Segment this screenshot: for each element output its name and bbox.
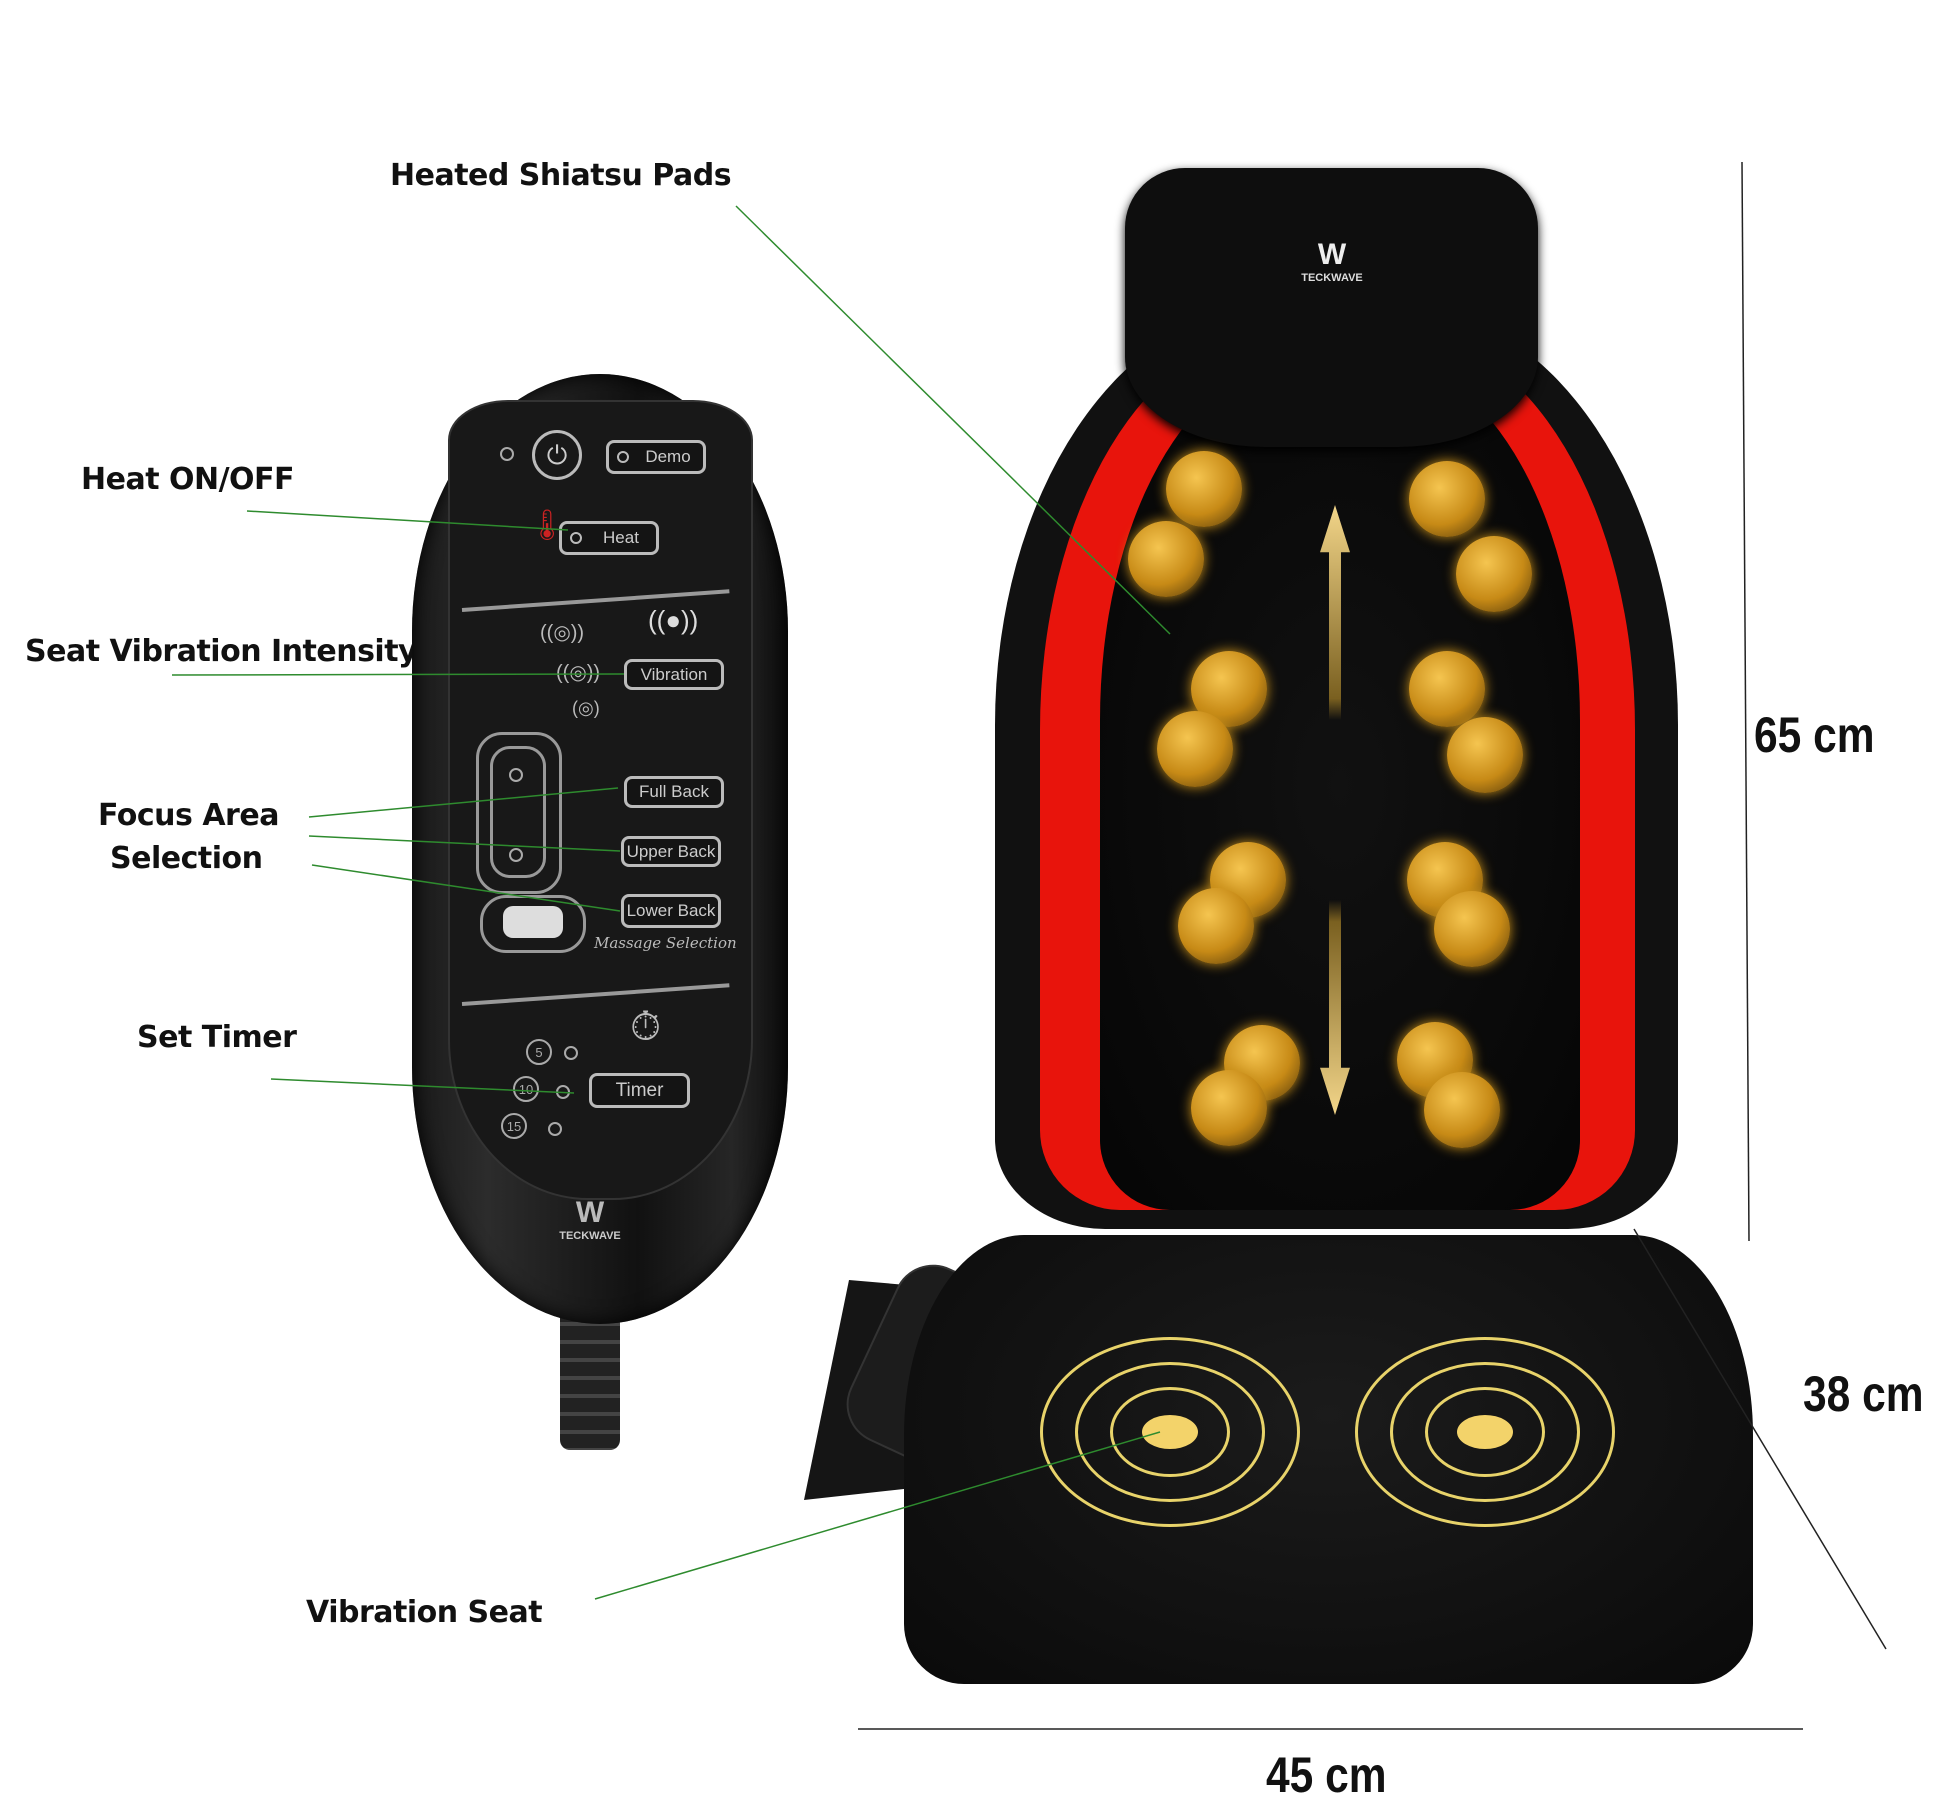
callout-focus-selection: Selection [110, 841, 263, 876]
vibration-label: Vibration [640, 664, 708, 684]
lower-back-button[interactable]: Lower Back [621, 894, 721, 928]
shiatsu-node [1128, 521, 1204, 597]
shiatsu-node [1424, 1072, 1500, 1148]
vibration-level-icon: (◎) [572, 698, 600, 718]
callout-set-timer: Set Timer [137, 1020, 297, 1055]
zone-led-lower [509, 848, 523, 862]
timer-led [556, 1085, 570, 1099]
dimension-line [1741, 161, 1750, 1242]
shiatsu-node [1447, 717, 1523, 793]
vibration-button[interactable]: Vibration [624, 659, 724, 690]
massage-selection-label: Massage Selection [594, 934, 737, 952]
shiatsu-node [1178, 888, 1254, 964]
vibration-motor-icon [1142, 1415, 1198, 1449]
callout-seat-vibration: Seat Vibration Intensity [25, 634, 418, 669]
shiatsu-node [1434, 891, 1510, 967]
shiatsu-node [1157, 711, 1233, 787]
dimension-width: 45 cm [1266, 1747, 1387, 1803]
power-icon: ⏻ [546, 440, 568, 470]
dimension-height: 65 cm [1754, 707, 1875, 763]
vibration-wave-icon [1355, 1337, 1615, 1527]
upper-back-label: Upper Back [626, 841, 716, 861]
callout-focus-area: Focus Area [98, 798, 279, 833]
demo-label: Demo [645, 447, 691, 466]
vibration-level-icon: ((◎)) [556, 662, 601, 684]
callout-heat: Heat ON/OFF [81, 462, 295, 497]
lower-back-label: Lower Back [626, 901, 716, 920]
timer-button[interactable]: Timer [589, 1073, 690, 1108]
callout-heated-shiatsu-pads: Heated Shiatsu Pads [390, 158, 732, 193]
vibration-seat-cushion [904, 1235, 1753, 1684]
vibration-wave-icon [1390, 1362, 1580, 1502]
zone-led-upper [509, 768, 523, 782]
callout-vibration-seat: Vibration Seat [306, 1595, 543, 1630]
vibration-wave-icon [1425, 1387, 1545, 1477]
vibration-level-icon: ((◎)) [540, 622, 585, 644]
timer-10-icon: 10 [513, 1076, 539, 1102]
full-back-button[interactable]: Full Back [624, 776, 724, 808]
shiatsu-node [1409, 461, 1485, 537]
power-button[interactable]: ⏻ [532, 430, 582, 480]
full-back-label: Full Back [639, 782, 709, 801]
timer-5-icon: 5 [526, 1039, 552, 1065]
shiatsu-node [1166, 451, 1242, 527]
shiatsu-node [1191, 1070, 1267, 1146]
timer-led [564, 1046, 578, 1060]
vibration-motor-icon [1457, 1415, 1513, 1449]
timer-15-icon: 15 [501, 1113, 527, 1139]
shiatsu-node [1409, 651, 1485, 727]
seat-diagram-cushion [480, 895, 586, 953]
timer-led [548, 1122, 562, 1136]
stopwatch-icon: ⏱ [630, 1005, 662, 1049]
heat-button[interactable]: Heat [559, 521, 659, 555]
power-led [500, 447, 514, 461]
vibration-high-icon: ((●)) [648, 605, 699, 635]
shiatsu-node [1456, 536, 1532, 612]
heat-label: Heat [603, 528, 639, 547]
timer-label: Timer [615, 1079, 664, 1101]
upper-back-button[interactable]: Upper Back [621, 836, 721, 867]
demo-button[interactable]: Demo [606, 440, 706, 474]
dimension-depth: 38 cm [1803, 1366, 1924, 1422]
headrest-pillow [1125, 168, 1538, 447]
